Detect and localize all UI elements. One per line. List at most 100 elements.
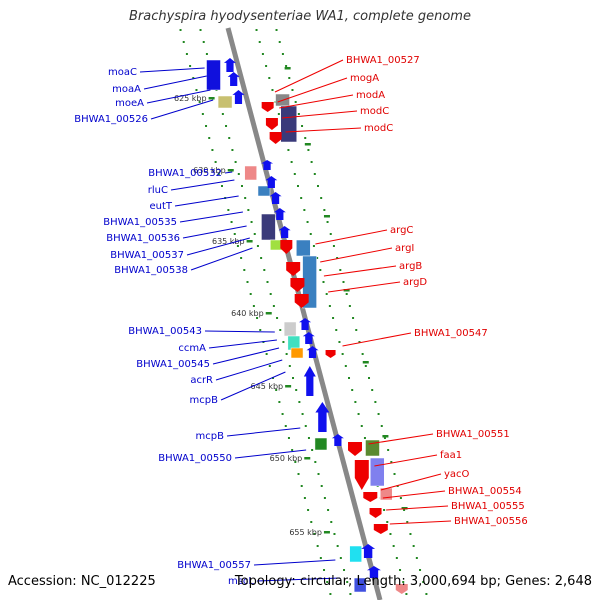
kbp-tick-label: 635 kbp <box>212 237 245 246</box>
leader-line <box>179 211 243 223</box>
guide-dot <box>265 65 268 67</box>
guide-dot <box>374 401 377 403</box>
guide-dot <box>276 317 279 319</box>
guide-dot <box>316 545 319 547</box>
guide-dot <box>300 485 303 487</box>
guide-dot <box>425 593 428 595</box>
leader-line <box>285 127 362 133</box>
guide-dot <box>236 245 239 247</box>
guide-dot <box>336 545 339 547</box>
guide-dot <box>297 473 300 475</box>
guide-dot <box>335 329 338 331</box>
reverse-gene-arrow <box>269 132 282 144</box>
leader-line <box>380 473 442 491</box>
gene-label-left: BHWA1_00537 <box>110 250 184 261</box>
guide-dot <box>192 77 195 79</box>
kbp-tick-label: 630 kbp <box>193 166 226 175</box>
guide-dot <box>311 449 314 451</box>
guide-dot <box>281 53 284 55</box>
gene-label-right: argB <box>399 261 422 272</box>
gene-label-left: BHWA1_00532 <box>148 168 222 179</box>
guide-dot <box>205 125 208 127</box>
guide-dot <box>364 365 367 367</box>
guide-dot <box>297 113 300 115</box>
guide-dot <box>346 581 349 583</box>
gene-label-left: moaA <box>112 84 141 95</box>
forward-gene-arrow <box>331 434 344 446</box>
tick-mark <box>323 531 330 534</box>
guide-dot <box>326 221 329 223</box>
guide-dot <box>322 281 325 283</box>
guide-dot <box>343 569 346 571</box>
gene-label-right: modA <box>356 90 385 101</box>
guide-dot <box>301 125 304 127</box>
guide-dot <box>409 533 412 535</box>
guide-dot <box>406 521 409 523</box>
guide-dot <box>323 497 326 499</box>
guide-dot <box>255 29 258 31</box>
forward-gene-arrow <box>302 332 315 344</box>
reverse-gene-arrow <box>373 524 388 534</box>
guide-dot <box>237 173 240 175</box>
reverse-gene-arrow <box>280 240 293 254</box>
guide-dot <box>214 161 217 163</box>
kbp-tick-label: 625 kbp <box>174 94 207 103</box>
tick-mark <box>343 289 350 292</box>
guide-dot <box>383 509 386 511</box>
forward-gene-arrow <box>366 566 381 578</box>
gene-label-left: rluC <box>148 185 168 196</box>
leader-line <box>256 577 341 582</box>
guide-dot <box>403 509 406 511</box>
guide-dot <box>244 197 247 199</box>
tick-mark <box>284 67 291 70</box>
gene-label-right: argC <box>390 225 413 236</box>
guide-dot <box>368 377 371 379</box>
gene-label-left: BHWA1_00550 <box>158 453 232 464</box>
gene-label-right: BHWA1_00555 <box>451 501 525 512</box>
gene-block <box>244 165 257 181</box>
leader-line <box>143 75 207 90</box>
guide-dot <box>327 509 330 511</box>
tick-mark <box>208 97 215 100</box>
guide-dot <box>392 545 395 547</box>
guide-dot <box>240 185 243 187</box>
tick-mark <box>401 507 408 510</box>
gene-block <box>290 347 304 359</box>
reverse-gene-arrow <box>348 442 363 456</box>
guide-dot <box>275 389 278 391</box>
leader-line <box>277 77 348 103</box>
guide-dot <box>231 149 234 151</box>
guide-dot <box>330 521 333 523</box>
guide-dot <box>268 77 271 79</box>
leader-line <box>323 265 397 277</box>
guide-dot <box>277 113 280 115</box>
guide-dot <box>230 221 233 223</box>
guide-dot <box>292 377 295 379</box>
guide-dot <box>195 89 198 91</box>
gene-label-right: modC <box>360 106 389 117</box>
forward-gene-arrow <box>278 226 291 238</box>
guide-dot <box>358 341 361 343</box>
gene-label-left: ccmA <box>178 343 206 354</box>
leader-line <box>146 89 211 104</box>
genome-backbone <box>225 27 383 600</box>
guide-dot <box>221 113 224 115</box>
guide-dot <box>303 209 306 211</box>
guide-dot <box>278 41 281 43</box>
guide-dot <box>332 317 335 319</box>
guide-dot <box>304 137 307 139</box>
guide-dot <box>287 149 290 151</box>
guide-dot <box>341 353 344 355</box>
leader-line <box>212 347 280 365</box>
leader-line <box>220 371 286 401</box>
gene-block <box>280 105 297 143</box>
guide-dot <box>389 533 392 535</box>
guide-dot <box>205 53 208 55</box>
guide-dot <box>336 257 339 259</box>
guide-dot <box>291 449 294 451</box>
tick-mark <box>227 169 234 172</box>
guide-dot <box>275 29 278 31</box>
reverse-gene-arrow <box>290 278 305 292</box>
guide-dot <box>293 173 296 175</box>
guide-dot <box>295 389 298 391</box>
